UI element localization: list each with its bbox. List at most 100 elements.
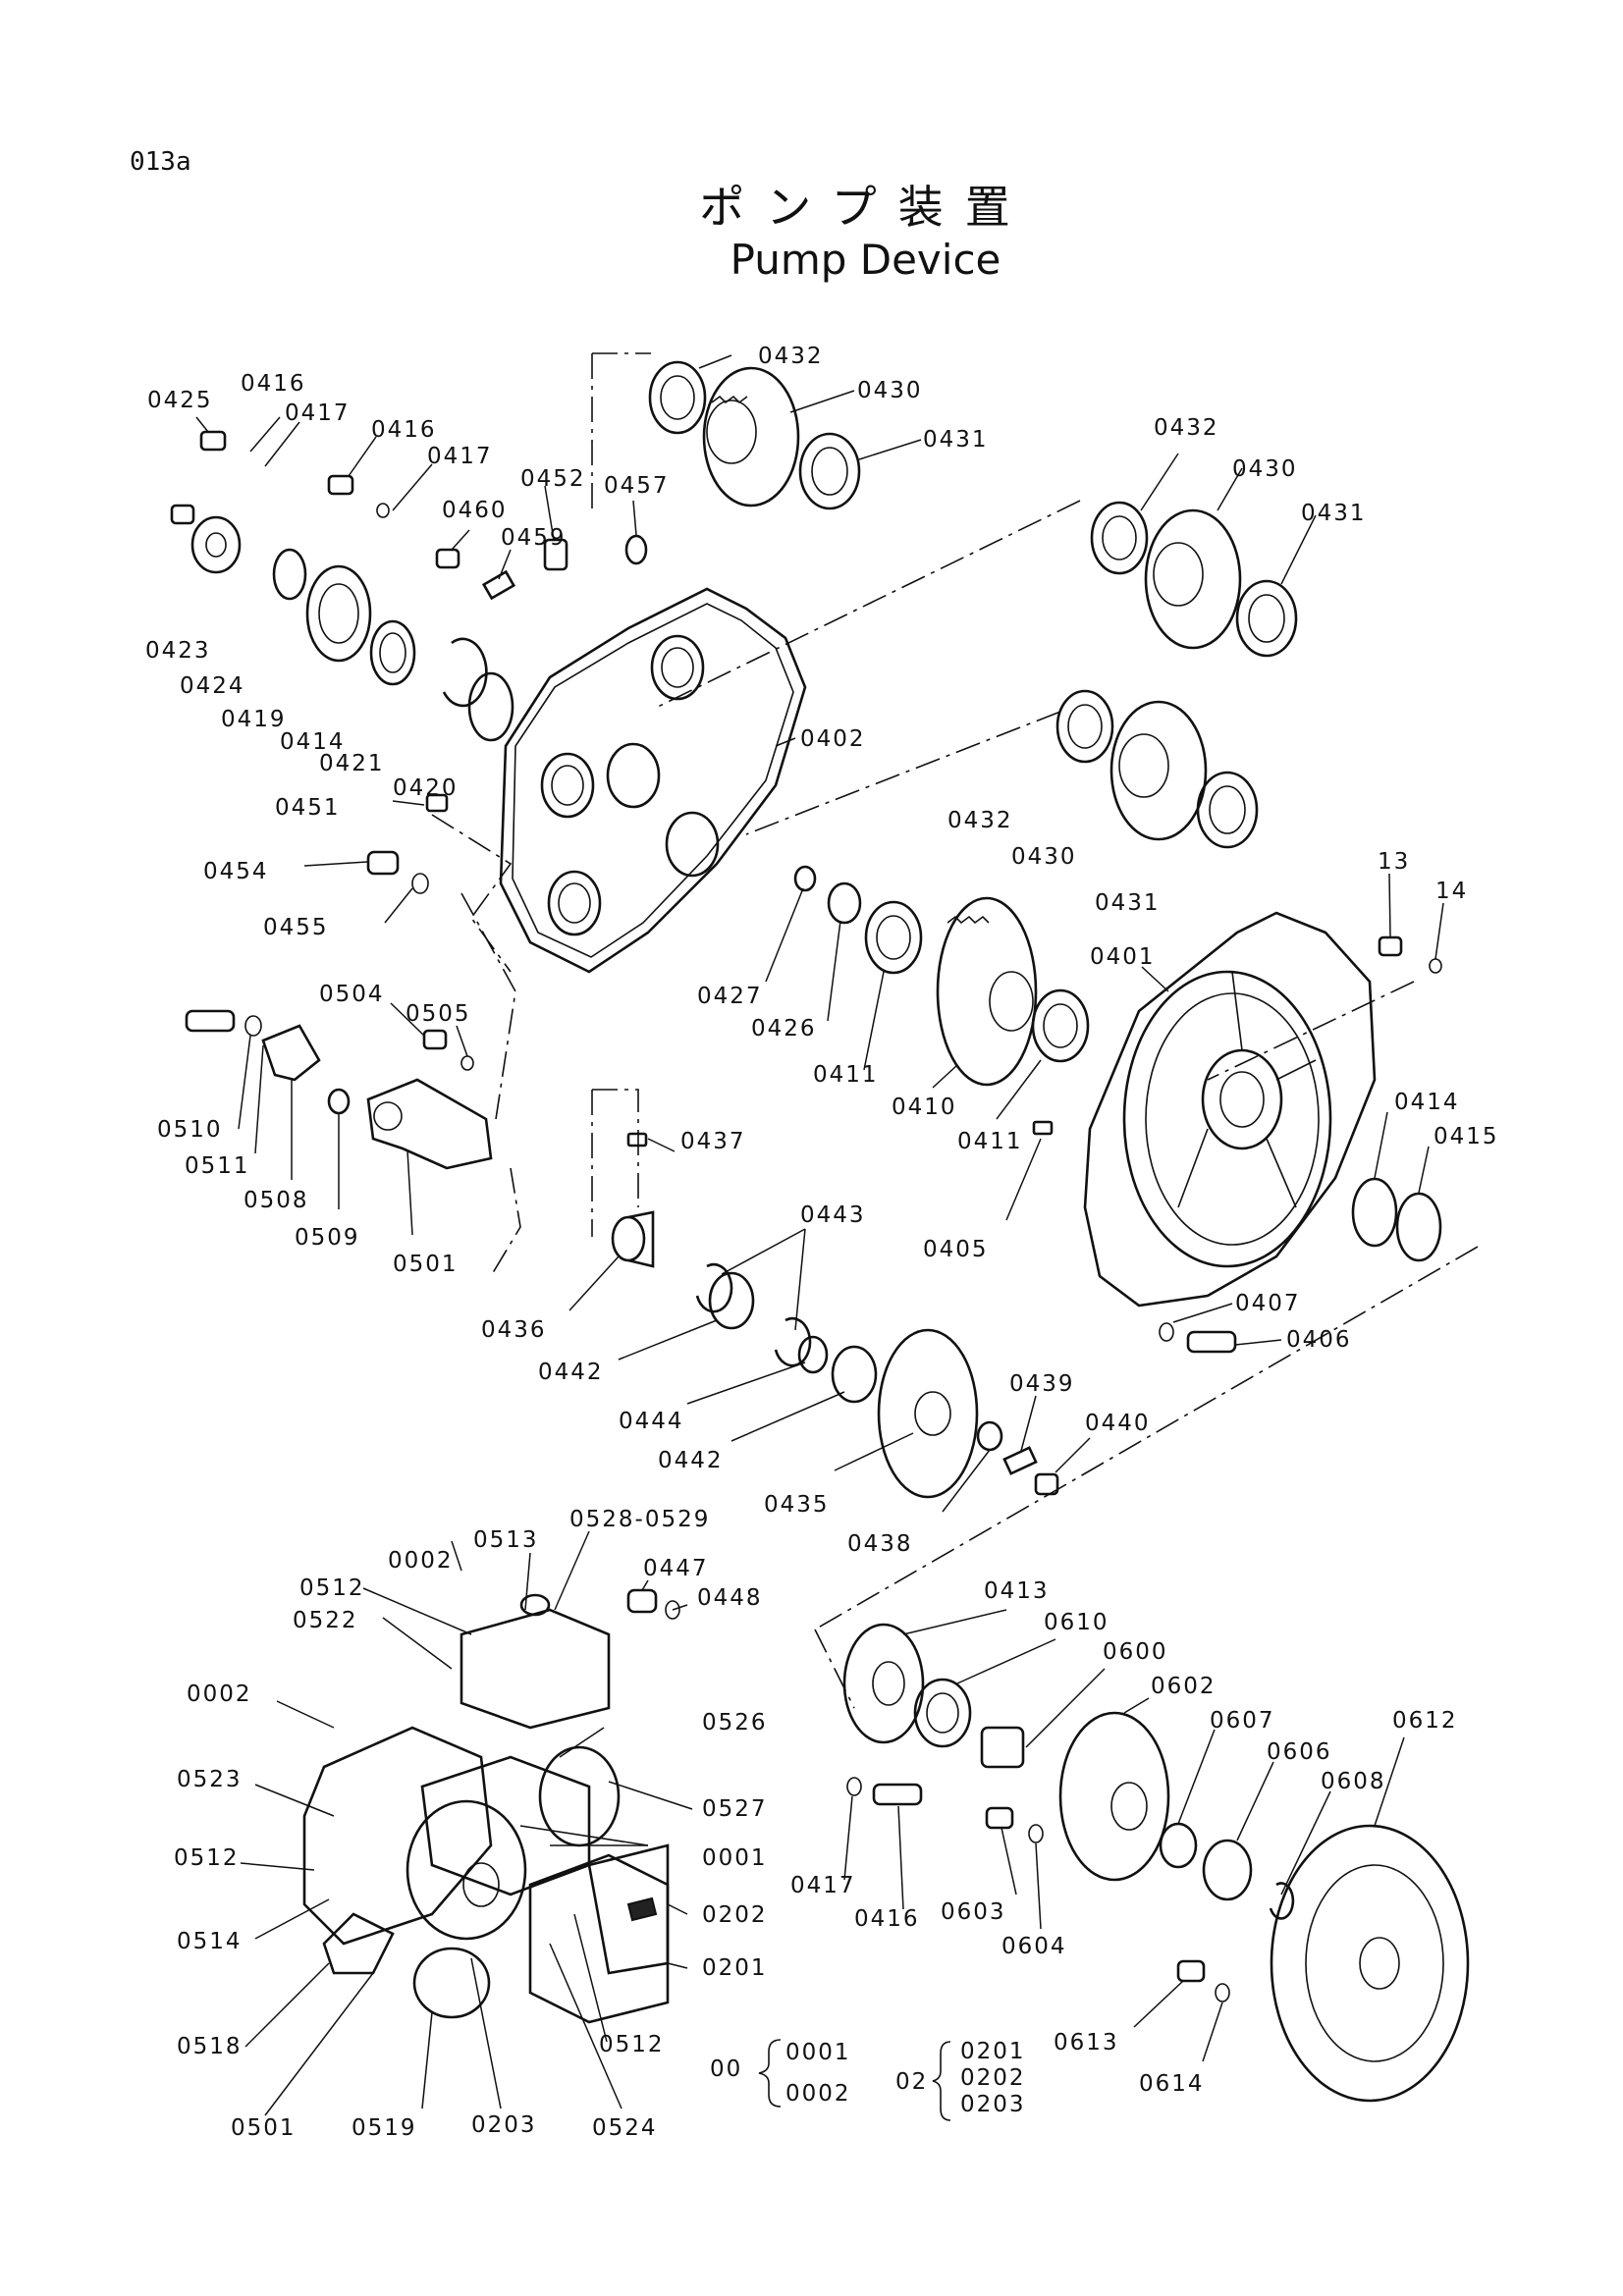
group-00-item-1: 0001 [785,2040,851,2065]
label-0501: 0501 [231,2115,297,2141]
flywheel-housing-0401 [1083,911,1442,1308]
label-0607: 0607 [1210,1708,1275,1734]
label-0420: 0420 [393,775,459,801]
label-0430: 0430 [857,378,923,403]
label-0612: 0612 [1392,1708,1458,1734]
label-0505: 0505 [406,1001,471,1027]
label-0432: 0432 [1154,415,1219,441]
label-0460: 0460 [442,498,508,523]
label-0414: 0414 [280,729,346,755]
label-0440: 0440 [1085,1411,1151,1436]
assembly-lines [431,352,1479,1709]
label-0417: 0417 [285,400,351,426]
part-labels: 0432 0430 0431 0432 0430 0431 0425 0416 … [145,344,1499,2141]
label-0431: 0431 [923,427,989,453]
label-0410: 0410 [892,1095,957,1120]
label-0527: 0527 [702,1796,768,1822]
label-0437: 0437 [680,1129,746,1154]
label-0457: 0457 [604,473,670,499]
label-0415: 0415 [1434,1124,1499,1149]
label-0432: 0432 [758,344,824,369]
title-japanese: ポンプ装置 [699,181,1032,234]
label-0447: 0447 [643,1556,709,1581]
lower-shaft-group [611,1120,1237,1499]
group-02-item-2: 0202 [960,2065,1026,2091]
label-0001: 0001 [702,1845,768,1871]
group-02: 02 0201 0202 0203 [895,2039,1026,2121]
label-0414: 0414 [1394,1090,1460,1115]
leader-lines [195,354,1444,2116]
label-0417: 0417 [427,444,493,469]
label-0431: 0431 [1301,501,1367,526]
label-0423: 0423 [145,638,211,664]
label-0523: 0523 [177,1767,243,1792]
label-0444: 0444 [619,1409,684,1434]
label-0411: 0411 [957,1129,1023,1154]
label-0510: 0510 [157,1117,223,1143]
group-00-item-2: 0002 [785,2081,851,2107]
label-0602: 0602 [1151,1674,1217,1699]
label-0454: 0454 [203,859,269,884]
label-0448: 0448 [697,1585,763,1611]
label-0452: 0452 [520,466,586,492]
title-english: Pump Device [730,236,1001,284]
gear-set-right-middle [1055,689,1259,849]
label-0442: 0442 [658,1448,724,1473]
gear-case-0402 [499,587,807,974]
label-0401: 0401 [1090,944,1156,970]
label-0513: 0513 [473,1527,539,1553]
label-0459: 0459 [501,525,567,551]
label-0405: 0405 [923,1237,989,1262]
label-0512: 0512 [174,1845,240,1871]
coupling-group [842,1623,1470,2103]
label-0600: 0600 [1103,1639,1168,1665]
label-0603: 0603 [941,1899,1006,1925]
label-0411: 0411 [813,1062,879,1088]
left-block-parts [185,1009,493,1170]
label-0430: 0430 [1232,456,1298,482]
label-0413: 0413 [984,1578,1050,1604]
label-0421: 0421 [319,751,385,776]
label-0424: 0424 [180,673,245,699]
label-14: 14 [1435,879,1468,904]
label-0526: 0526 [702,1710,768,1735]
label-0427: 0427 [697,984,763,1009]
group-key-02: 02 [895,2069,928,2095]
label-0432: 0432 [947,808,1013,833]
label-0203: 0203 [471,2112,537,2138]
gear-set-right-upper [1090,501,1298,658]
label-0514: 0514 [177,1929,243,1954]
label-0407: 0407 [1235,1291,1301,1316]
group-02-item-3: 0203 [960,2092,1026,2117]
label-0528-0529: 0528-0529 [569,1507,710,1532]
label-0504: 0504 [319,982,385,1007]
label-0002: 0002 [388,1548,454,1574]
label-0435: 0435 [764,1492,830,1518]
middle-shaft-group [793,865,1090,1087]
label-0416: 0416 [371,417,437,443]
label-0604: 0604 [1001,1934,1067,1959]
gear-set-top [648,360,861,510]
label-0431: 0431 [1095,890,1161,916]
label-0426: 0426 [751,1016,817,1041]
label-0439: 0439 [1009,1371,1075,1397]
label-0522: 0522 [293,1608,358,1633]
label-0443: 0443 [800,1202,866,1228]
label-0417: 0417 [790,1873,856,1898]
label-0501: 0501 [393,1252,459,1277]
group-02-item-1: 0201 [960,2039,1026,2064]
page-code: 013a [130,147,191,177]
label-0416: 0416 [854,1906,920,1932]
label-0202: 0202 [702,1902,768,1928]
label-0402: 0402 [800,726,866,752]
label-0438: 0438 [847,1531,913,1557]
label-0002: 0002 [187,1682,252,1707]
label-0406: 0406 [1286,1327,1352,1353]
label-0416: 0416 [241,371,306,397]
label-0512: 0512 [599,2032,665,2057]
label-0519: 0519 [352,2115,417,2141]
label-0442: 0442 [538,1360,604,1385]
label-0608: 0608 [1321,1769,1386,1794]
label-0419: 0419 [221,707,287,732]
